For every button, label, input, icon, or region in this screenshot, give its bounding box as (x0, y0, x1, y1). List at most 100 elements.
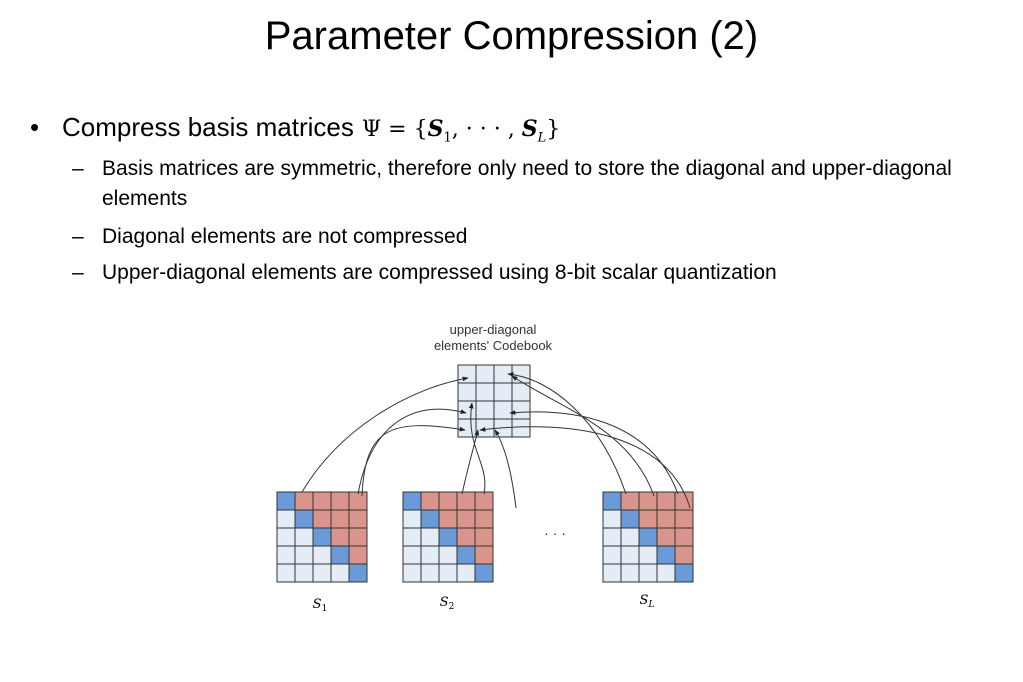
diagonal-cell (312, 527, 332, 547)
upper-cell (294, 491, 314, 511)
formula-sl: S (521, 116, 538, 142)
diagonal-cell (602, 491, 622, 511)
codebook-cell (511, 364, 531, 384)
formula-close: } (546, 117, 561, 142)
lower-cell (402, 563, 422, 583)
diagonal-cell (438, 527, 458, 547)
formula-psi: Ψ (361, 117, 382, 142)
dash-marker: – (72, 261, 84, 284)
lower-cell (312, 563, 332, 583)
lower-cell (276, 509, 296, 529)
matrix-label-s1-main: S (313, 597, 322, 612)
codebook-diagram: upper-diagonal elements' Codebook · · · … (276, 322, 694, 614)
codebook-cell (457, 400, 477, 420)
sub-bullet-3: – Upper-diagonal elements are compressed… (72, 258, 972, 288)
diagonal-cell (276, 491, 296, 511)
matrix-label-s2-main: S (440, 595, 449, 610)
formula: Ψ = {S1, · · · , SL} (362, 116, 560, 145)
codebook-arrows (301, 372, 691, 509)
formula-equals: = { (381, 117, 428, 142)
upper-cell (312, 509, 332, 529)
lower-cell (294, 527, 314, 547)
mapping-arrow (511, 375, 655, 497)
mapping-arrow (479, 426, 691, 509)
codebook-cell (511, 400, 531, 420)
lower-cell (656, 563, 676, 583)
upper-cell (656, 509, 676, 529)
bullet-marker: • (30, 112, 40, 142)
sub-bullet-1: – Basis matrices are symmetric, therefor… (72, 154, 972, 214)
matrix-label-s2: S2 (440, 595, 455, 612)
upper-cell (348, 545, 368, 565)
diagonal-cell (402, 491, 422, 511)
lower-cell (620, 563, 640, 583)
lower-cell (602, 545, 622, 565)
diagonal-cell (456, 545, 476, 565)
lower-cell (420, 527, 440, 547)
mapping-arrow (468, 402, 486, 495)
upper-cell (656, 491, 676, 511)
codebook-cell (475, 364, 495, 384)
formula-s1-sub: 1 (443, 130, 452, 146)
mapping-arrow (509, 410, 679, 495)
formula-s1: S (427, 116, 444, 142)
lower-cell (330, 563, 350, 583)
codebook-cell (457, 382, 477, 402)
upper-cell (638, 491, 658, 511)
lower-cell (420, 563, 440, 583)
diagonal-cell (620, 509, 640, 529)
mapping-arrow (301, 376, 469, 493)
main-bullet-text: Compress basis matrices (62, 112, 354, 142)
upper-cell (656, 527, 676, 547)
upper-cell (330, 491, 350, 511)
mapping-arrow (507, 372, 627, 495)
upper-cell (456, 527, 476, 547)
dash-marker: – (72, 225, 84, 248)
lower-cell (402, 509, 422, 529)
codebook-cell (475, 418, 495, 438)
upper-cell (474, 509, 494, 529)
diagonal-cell (638, 527, 658, 547)
upper-cell (638, 509, 658, 529)
codebook-cell (511, 418, 531, 438)
sub-bullet-2: – Diagonal elements are not compressed (72, 222, 972, 252)
mapping-arrow (361, 425, 466, 497)
matrix-sl (602, 491, 694, 583)
upper-cell (456, 509, 476, 529)
codebook-cell (493, 382, 513, 402)
diagonal-cell (330, 545, 350, 565)
mapping-arrow (494, 429, 517, 509)
matrix-label-s1-sub: 1 (322, 604, 328, 614)
codebook-cell (457, 364, 477, 384)
main-bullet: • Compress basis matrices Ψ = {S1, · · ·… (30, 112, 560, 145)
diagonal-cell (474, 563, 494, 583)
upper-cell (620, 491, 640, 511)
diagonal-cell (674, 563, 694, 583)
diagonal-cell (294, 509, 314, 529)
lower-cell (312, 545, 332, 565)
sub-bullet-text: Diagonal elements are not compressed (102, 225, 468, 248)
lower-cell (276, 527, 296, 547)
lower-cell (294, 563, 314, 583)
page-title: Parameter Compression (2) (264, 14, 759, 58)
lower-cell (276, 563, 296, 583)
sub-bullet-text: Upper-diagonal elements are compressed u… (102, 261, 777, 284)
codebook-cell (457, 418, 477, 438)
lower-cell (620, 545, 640, 565)
matrix-label-sl-main: S (640, 593, 649, 608)
upper-cell (348, 509, 368, 529)
lower-cell (602, 509, 622, 529)
ellipsis: · · · (544, 525, 566, 541)
upper-cell (312, 491, 332, 511)
upper-cell (474, 527, 494, 547)
lower-cell (438, 563, 458, 583)
matrix-label-sl: SL (640, 593, 655, 610)
matrix-s2 (402, 491, 494, 583)
upper-cell (474, 545, 494, 565)
lower-cell (402, 527, 422, 547)
mapping-arrow (357, 408, 467, 495)
diagonal-cell (348, 563, 368, 583)
matrix-label-s1: S1 (313, 597, 328, 614)
diagonal-cell (656, 545, 676, 565)
lower-cell (638, 563, 658, 583)
